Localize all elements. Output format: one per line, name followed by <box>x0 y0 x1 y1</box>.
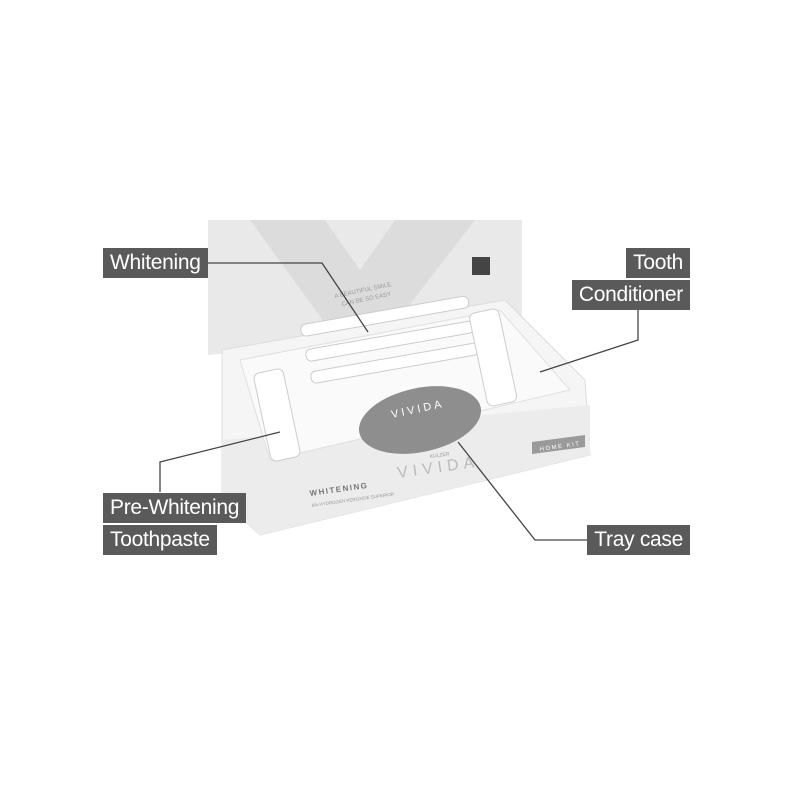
qr-code-icon <box>472 257 490 275</box>
label-tooth-conditioner-line2: Conditioner <box>571 280 690 310</box>
whitening-leader-line <box>205 262 369 333</box>
pre-whitening-leader-line <box>159 431 281 492</box>
home-kit-badge <box>532 435 585 454</box>
label-tray-case: Tray case <box>587 525 690 555</box>
home-kit-text: HOME KIT <box>539 441 580 453</box>
label-pre-whitening-line2: Toothpaste <box>103 525 217 555</box>
whitening-syringes <box>300 295 480 384</box>
tray-case-leader-line <box>457 441 590 541</box>
label-tooth-conditioner-line1: Tooth <box>626 248 690 278</box>
pre-whitening-toothpaste-tube <box>253 368 301 462</box>
tooth-conditioner-tube <box>469 308 518 407</box>
lid-v-logo <box>250 220 475 330</box>
tray-case <box>358 386 482 454</box>
tooth-conditioner-leader-line <box>539 310 639 373</box>
label-pre-whitening-line1: Pre-Whitening <box>103 493 247 523</box>
label-whitening: Whitening <box>103 248 208 278</box>
front-maker: KULZER <box>429 451 450 460</box>
